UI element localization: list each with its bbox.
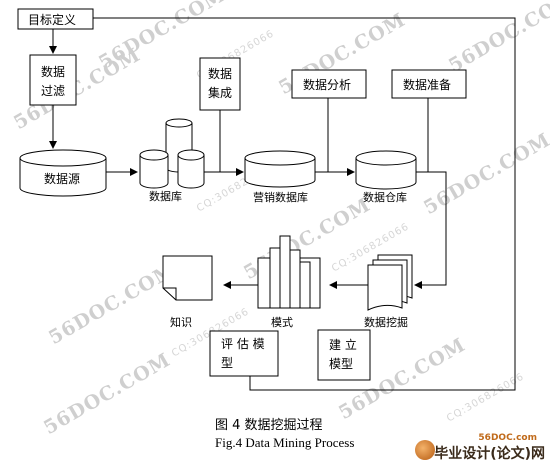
goal-box <box>17 8 94 30</box>
integrate-label-line: 数据 <box>208 66 232 81</box>
filter-box <box>29 54 77 106</box>
caption-english: Fig.4 Data Mining Process <box>215 435 355 450</box>
build-label: 建 立 模型 <box>329 337 361 371</box>
integrate-label: 数据 集成 <box>208 66 236 100</box>
marketing-db-cylinder <box>244 150 316 188</box>
caption-chinese: 图 4 数据挖掘过程 <box>215 418 323 433</box>
evaluate-label-line: 评 估 模 <box>221 337 265 351</box>
filter-label-line: 数据 <box>41 64 65 79</box>
filter-label-line: 过滤 <box>41 84 65 98</box>
site-logo: 56DOC.com 毕业设计(论文)网 <box>415 433 545 462</box>
logo-site: 56DOC.com <box>478 433 537 443</box>
feedback-loop-line <box>93 17 516 391</box>
prepare-box <box>391 69 467 99</box>
evaluate-label-line: 型 <box>221 356 233 370</box>
database-cluster <box>139 118 205 189</box>
knowledge-label: 知识 <box>170 315 192 329</box>
warehouse-label: 数据仓库 <box>363 190 407 204</box>
model-label: 模式 <box>271 316 293 329</box>
data-source-cylinder <box>19 149 107 197</box>
warehouse-cylinder <box>355 150 417 190</box>
build-box <box>317 329 371 381</box>
mining-label: 数据挖掘 <box>364 315 408 329</box>
knowledge-page <box>162 255 213 301</box>
logo-mark <box>415 440 435 460</box>
goal-label: 目标定义 <box>28 12 76 27</box>
integrate-box <box>199 57 241 111</box>
build-label-line: 模型 <box>329 357 353 371</box>
model-graphic <box>257 235 321 309</box>
data-source-label: 数据源 <box>44 171 80 186</box>
evaluate-box <box>209 330 279 377</box>
filter-label: 数据 过滤 <box>41 64 69 98</box>
database-label: 数据库 <box>149 189 182 203</box>
integrate-label-line: 集成 <box>208 85 232 100</box>
logo-text: 毕业设计(论文)网 <box>434 446 545 462</box>
evaluate-label: 评 估 模 型 <box>221 337 268 370</box>
mining-documents <box>367 254 413 311</box>
marketing-db-label: 营销数据库 <box>253 190 308 204</box>
prepare-label: 数据准备 <box>403 77 451 92</box>
analysis-box <box>291 69 367 99</box>
analysis-label: 数据分析 <box>303 77 351 92</box>
build-label-line: 建 立 <box>329 337 357 352</box>
